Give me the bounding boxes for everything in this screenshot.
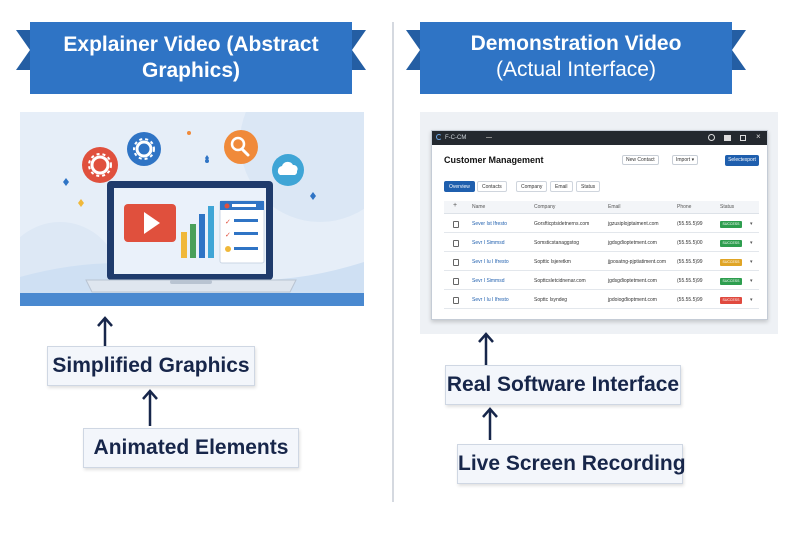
- cloud-icon: [272, 154, 304, 186]
- status-badge: SUCCESS: [720, 259, 742, 266]
- column-header-name[interactable]: Name: [472, 204, 486, 210]
- search-icon: [224, 130, 258, 164]
- checklist-card-icon: ✓ ✓: [219, 200, 265, 264]
- animated-elements-label: Animated Elements: [83, 428, 299, 468]
- demonstration-video-banner: Demonstration Video (Actual Interface): [406, 22, 746, 94]
- table-row[interactable]: Sevr I Iu I Ifresto Sopttic Isjeretkm jj…: [444, 252, 759, 271]
- demo-banner-line1: Demonstration Video: [470, 32, 682, 55]
- explainer-video-banner: Explainer Video (Abstract Graphics): [16, 22, 366, 94]
- import-button[interactable]: Import ▾: [672, 155, 699, 165]
- tab-status[interactable]: Status: [576, 181, 601, 192]
- cell-company: Sopttc Isyndeg: [534, 297, 568, 303]
- chevron-down-icon[interactable]: ▾: [750, 221, 753, 227]
- app-logo-icon: [436, 134, 442, 140]
- live-screen-recording-label: Live Screen Recording: [457, 444, 686, 484]
- tab-company[interactable]: Company: [516, 181, 548, 192]
- window-icon[interactable]: [740, 135, 746, 141]
- cell-email: jgdsgđioptetment.com: [608, 240, 657, 246]
- tab-email[interactable]: Email: [550, 181, 573, 192]
- table-header: + Name Company Email Phone Status: [444, 201, 759, 214]
- center-divider: [392, 22, 394, 502]
- document-icon: [453, 278, 459, 285]
- table-row[interactable]: Sevr I Simmsd Somsticstanaggstog jgdsgđi…: [444, 233, 759, 252]
- cell-email: jgzusiplojptaiment.com: [608, 221, 659, 227]
- document-icon: [453, 240, 459, 247]
- menu-icon[interactable]: [486, 137, 492, 138]
- cell-name[interactable]: Sevr I Iu I Ifresto: [472, 259, 509, 265]
- sparkle-icons: [63, 131, 316, 207]
- column-header-phone[interactable]: Phone: [677, 204, 692, 210]
- column-header-email[interactable]: Email: [608, 204, 621, 210]
- chevron-down-icon[interactable]: ▾: [750, 259, 753, 265]
- arrow-up-icon: [142, 389, 158, 426]
- crm-page-title: Customer Management: [444, 155, 544, 165]
- new-contact-button[interactable]: New Contact: [622, 155, 659, 165]
- explainer-banner-line1: Explainer Video (Abstract: [63, 33, 319, 56]
- briefcase-icon[interactable]: [724, 135, 731, 141]
- column-header-status[interactable]: Status: [720, 204, 735, 210]
- cell-company: Sopttcsletcidnenar.com: [534, 278, 586, 284]
- cell-company: Gorsfticptsidetnerns.com: [534, 221, 590, 227]
- document-icon: [453, 259, 459, 266]
- status-badge: SUCCESS: [720, 278, 742, 285]
- cell-name[interactable]: Sevr I Iu I Ifresto: [472, 297, 509, 303]
- import-label: Import: [676, 157, 691, 163]
- cell-name[interactable]: Sevr I Simmsd: [472, 240, 505, 246]
- tab-contacts[interactable]: Contacts: [477, 181, 507, 192]
- table-row[interactable]: Sever Ist Ifresto Gorsfticptsidetnerns.c…: [444, 214, 759, 233]
- simplified-graphics-label: Simplified Graphics: [47, 346, 255, 386]
- cell-email: jjposatng-pjptiatiment.com: [608, 259, 667, 265]
- cell-email: jgdsgđioptetment.com: [608, 278, 657, 284]
- cell-company: Somsticstanaggstog: [534, 240, 580, 246]
- status-badge: SUCCESS: [720, 221, 742, 228]
- table-row[interactable]: Sevr I Iu I Ifresto Sopttc Isyndeg jpdoi…: [444, 290, 759, 309]
- cell-phone: (55.55.5)00: [677, 240, 703, 246]
- gear-blue-icon: [127, 132, 161, 166]
- close-icon[interactable]: ×: [756, 132, 761, 141]
- svg-text:✓: ✓: [225, 218, 231, 226]
- arrow-up-icon: [482, 407, 498, 440]
- cell-name[interactable]: Sever Ist Ifresto: [472, 221, 508, 227]
- explainer-banner-line2: Graphics): [141, 59, 241, 82]
- document-icon: [453, 297, 459, 304]
- cell-email: jpdoiogđioptment.com: [608, 297, 657, 303]
- status-badge: SUCCESS: [720, 297, 742, 304]
- add-row-icon[interactable]: +: [453, 202, 458, 209]
- select-export-button[interactable]: Selectexport: [725, 155, 759, 166]
- demo-banner-line2: (Actual Interface): [496, 58, 656, 81]
- bar-chart-icon: [181, 206, 214, 258]
- document-icon: [453, 221, 459, 228]
- svg-text:✓: ✓: [225, 231, 231, 239]
- play-button-icon: [124, 204, 176, 242]
- tab-overview[interactable]: Overview: [444, 181, 475, 192]
- cell-name[interactable]: Sevr I Simmsd: [472, 278, 505, 284]
- gear-red-icon: [82, 147, 118, 183]
- chevron-down-icon[interactable]: ▾: [750, 240, 753, 246]
- crm-titlebar: F-C-CM ×: [432, 131, 767, 145]
- chevron-down-icon: ▾: [691, 157, 695, 163]
- chevron-down-icon[interactable]: ▾: [750, 297, 753, 303]
- arrow-up-icon: [478, 332, 494, 365]
- real-software-interface-label: Real Software Interface: [445, 365, 681, 405]
- explainer-illustration-svg: ✓ ✓: [20, 112, 364, 306]
- chevron-down-icon[interactable]: ▾: [750, 278, 753, 284]
- crm-window-title: F-C-CM: [445, 135, 467, 141]
- cell-company: Sopttic Isjeretkm: [534, 259, 571, 265]
- table-row[interactable]: Sevr I Simmsd Sopttcsletcidnenar.com jgd…: [444, 271, 759, 290]
- power-icon[interactable]: [708, 134, 715, 141]
- column-header-company[interactable]: Company: [534, 204, 556, 210]
- cell-phone: (55.55.5)99: [677, 297, 703, 303]
- cell-phone: (55.55.5)99: [677, 259, 703, 265]
- cell-phone: (55.55.5)99: [677, 278, 703, 284]
- cell-phone: (55.55.5)99: [677, 221, 703, 227]
- status-badge: SUCCESS: [720, 240, 742, 247]
- explainer-illustration: ✓ ✓: [20, 112, 364, 306]
- crm-window: F-C-CM × Customer Management New Contact…: [431, 130, 768, 320]
